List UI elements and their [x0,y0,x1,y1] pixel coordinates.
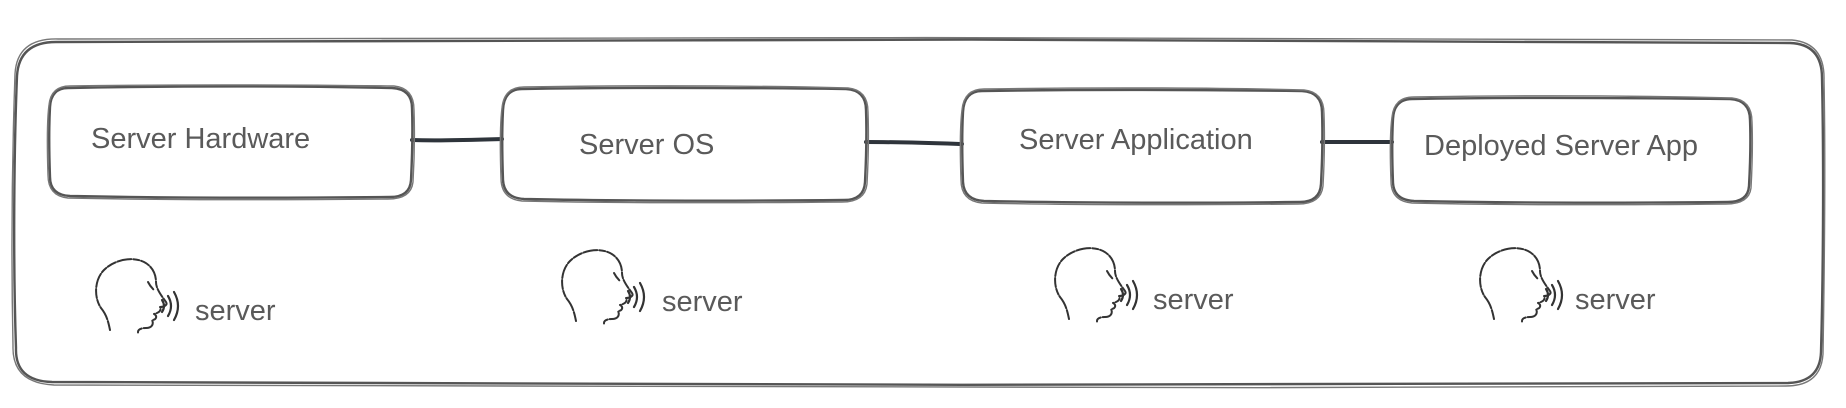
connectors [410,137,1394,146]
component-box-0: Server Hardware [46,84,416,201]
actor-1: server [561,249,743,326]
speaking-head-icon [1479,247,1564,324]
actor-3: server [1479,247,1656,324]
component-box-2: Server Application [959,87,1326,206]
speaking-head-icon [561,249,646,326]
box-label-server-os: Server OS [579,129,714,161]
connector-hardware-os [410,137,504,143]
box-label-server-hardware: Server Hardware [91,123,310,155]
connector-os-application [864,140,964,146]
actor-label: server [195,295,276,327]
actor-label: server [662,286,743,318]
outer-container [11,36,1826,389]
actor-0: server [95,258,276,335]
component-box-3: Deployed Server App [1389,95,1754,206]
component-box-1: Server OS [499,85,870,204]
actor-2: server [1054,247,1234,324]
speaking-head-icon [95,258,180,335]
box-label-deployed-server-app: Deployed Server App [1424,130,1698,162]
box-label-server-application: Server Application [1019,124,1253,156]
speaking-head-icon [1054,247,1139,324]
actor-label: server [1153,284,1234,316]
actor-label: server [1575,284,1656,316]
